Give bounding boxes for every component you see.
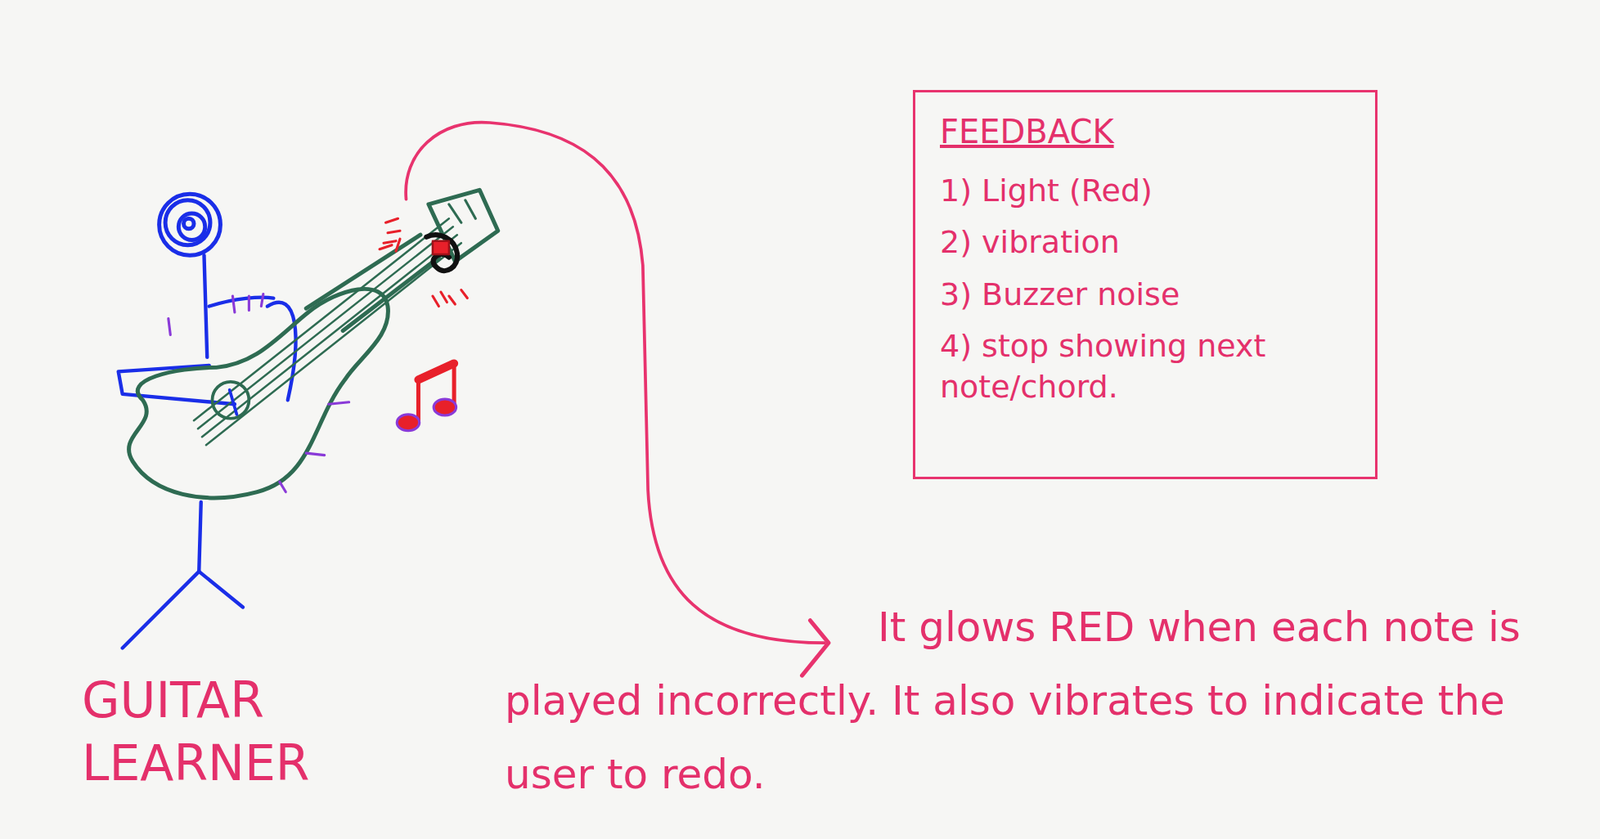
learner-body <box>118 255 297 648</box>
leader-arrow <box>405 122 829 677</box>
feedback-item: 1) Light (Red) <box>939 170 1351 212</box>
guitar <box>129 189 499 498</box>
motion-marks <box>168 294 350 493</box>
feedback-device <box>426 234 458 271</box>
explanation-note: It glows RED when each note is played in… <box>504 590 1569 812</box>
feedback-box: FEEDBACK 1) Light (Red) 2) vibration 3) Buz… <box>912 89 1378 480</box>
feedback-item: 4) stop showing next note/chord. <box>939 326 1351 408</box>
music-note <box>396 363 456 431</box>
strumming-hand <box>229 390 238 415</box>
learner-head <box>159 193 221 256</box>
feedback-heading: FEEDBACK <box>939 110 1351 153</box>
feedback-item: 3) Buzzer noise <box>939 274 1351 315</box>
feedback-item: 2) vibration <box>939 222 1351 263</box>
vibration-marks <box>379 218 468 306</box>
figure-caption: GUITAR LEARNER <box>81 669 377 796</box>
